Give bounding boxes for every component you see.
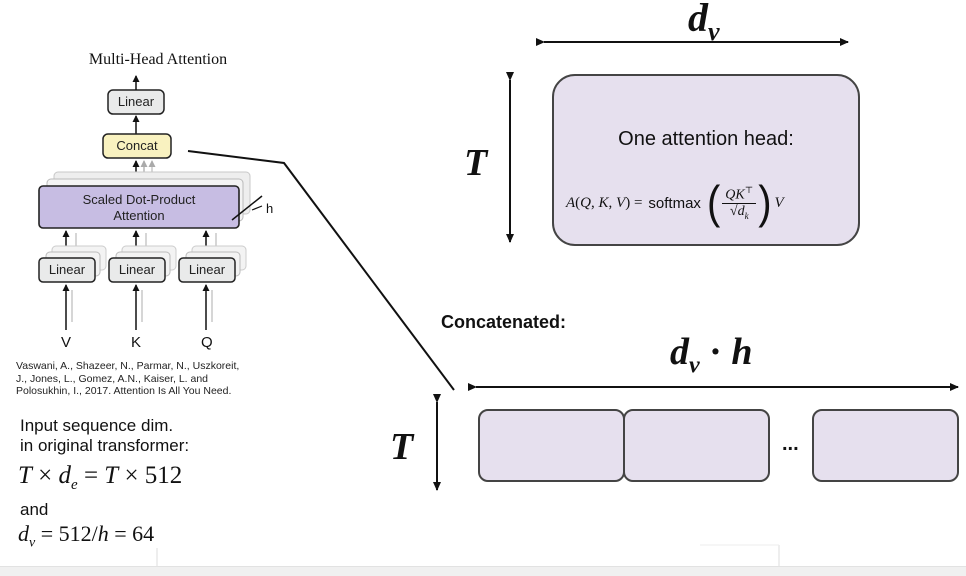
notes-line-2: in original transformer: [20, 436, 190, 455]
concatenated-heading: Concatenated: [441, 312, 567, 332]
h-bracket [231, 195, 263, 221]
head-formula: A(Q, K, V) = softmax ( QK⊤ √dk ) V [566, 177, 784, 229]
notes-eq-1: T × de = T × 512 [18, 462, 183, 493]
citation-line-1: Vaswani, A., Shazeer, N., Parmar, N., Us… [16, 360, 240, 372]
input-k-label: K [131, 334, 142, 351]
citation-line-3: Polosukhin, I., 2017. Attention Is All Y… [16, 385, 232, 397]
linear-v-stack [38, 245, 107, 283]
concat-head-n [812, 409, 959, 482]
head-title: One attention head: [618, 128, 794, 150]
notes-line-1: Input sequence dim. [20, 416, 174, 435]
bottom-strip [0, 566, 966, 576]
concat-head-1 [478, 409, 625, 482]
t-label-head: T [464, 142, 488, 184]
linear-q-stack [178, 245, 247, 283]
attention-box [38, 185, 240, 229]
concat-ellipsis: ... [782, 433, 799, 455]
linear-top-label: Linear [117, 94, 155, 109]
attention-label-line1: Scaled Dot-Product [82, 192, 196, 207]
linear-q-label: Linear [188, 262, 226, 277]
t-label-concat: T [390, 426, 414, 468]
diagram-title: Multi-Head Attention [88, 51, 228, 68]
citation: Vaswani, A., Shazeer, N., Parmar, N., Us… [16, 360, 239, 398]
linear-v-label: Linear [48, 262, 86, 277]
concat-connector [187, 150, 455, 391]
dv-label: dv [688, 0, 720, 46]
input-q-label: Q [201, 334, 213, 351]
concat-label: Concat [116, 138, 158, 153]
attention-label-line2: Attention [113, 208, 165, 223]
head-box [552, 74, 860, 246]
notes-and: and [20, 500, 49, 519]
linear-k-stack [108, 245, 177, 283]
h-label: h [266, 201, 274, 216]
concat-box [102, 133, 172, 159]
citation-line-2: J., Jones, L., Gomez, A.N., Kaiser, L. a… [16, 372, 209, 385]
concat-head-2 [623, 409, 770, 482]
notes-eq-2: dv = 512/h = 64 [18, 521, 155, 551]
linear-k-label: Linear [118, 262, 156, 277]
input-v-label: V [61, 334, 72, 351]
dvh-label: dv · h [670, 331, 753, 379]
